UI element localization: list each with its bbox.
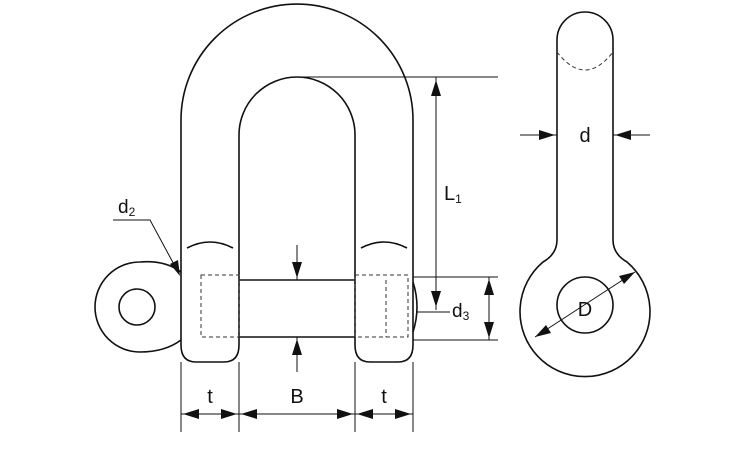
dimension-d3: d3	[413, 276, 498, 341]
B-arrow-l	[241, 409, 257, 419]
L1-arrow-bottom	[431, 291, 441, 307]
pin-eye-outline	[94, 260, 182, 353]
shackle-side-view	[519, 11, 651, 378]
L1-arrow-top	[431, 80, 441, 96]
shackle-pin	[94, 260, 418, 353]
B-label: B	[290, 386, 303, 408]
d-arrow-left	[539, 130, 555, 140]
L1-label: L1	[444, 183, 462, 206]
bow-outer-outline	[180, 3, 414, 345]
d3-arrow-top	[484, 279, 494, 295]
side-view-eye-hole	[556, 276, 614, 334]
d3-arrow-bottom	[484, 322, 494, 338]
pin-dia-arrow-bottom	[292, 339, 302, 355]
dimension-d2: d2	[113, 197, 180, 276]
D-arrow-lower	[535, 325, 551, 337]
right-leg-curve-mark	[360, 241, 408, 249]
t-right-arrow-l	[357, 409, 373, 419]
pin-dia-arrow-top	[292, 262, 302, 278]
d3-label: d3	[452, 301, 470, 323]
right-leg-bottom	[354, 344, 414, 363]
pin-hidden-right	[354, 274, 409, 338]
d2-arrow	[170, 260, 180, 276]
shackle-bow	[180, 3, 414, 363]
t-right-label: t	[381, 386, 387, 408]
side-view-outline	[519, 11, 651, 378]
dimension-d: d	[520, 125, 650, 147]
pin-hidden-left	[200, 274, 240, 338]
left-leg-bottom	[180, 344, 240, 363]
pin-eye-hole	[118, 288, 156, 326]
D-label: D	[578, 299, 592, 321]
dimension-pin-diameter	[292, 245, 302, 372]
D-arrow-upper	[619, 272, 635, 284]
left-leg-curve-mark	[186, 241, 234, 249]
dimension-D: D	[534, 271, 636, 338]
d-arrow-right	[615, 130, 631, 140]
pin-tip	[412, 281, 418, 333]
B-arrow-r	[337, 409, 353, 419]
d2-label: d2	[118, 197, 136, 219]
d-label: d	[579, 125, 590, 147]
t-left-arrow-l	[183, 409, 199, 419]
d2-leader	[113, 219, 178, 271]
t-right-arrow-r	[395, 409, 411, 419]
bow-inner-outline	[238, 76, 356, 345]
t-left-arrow-r	[221, 409, 237, 419]
side-view-hidden-curve	[556, 51, 614, 71]
t-left-label: t	[207, 386, 213, 408]
D-dimension-line	[534, 271, 636, 338]
dimension-bottom: t B t	[180, 362, 414, 432]
